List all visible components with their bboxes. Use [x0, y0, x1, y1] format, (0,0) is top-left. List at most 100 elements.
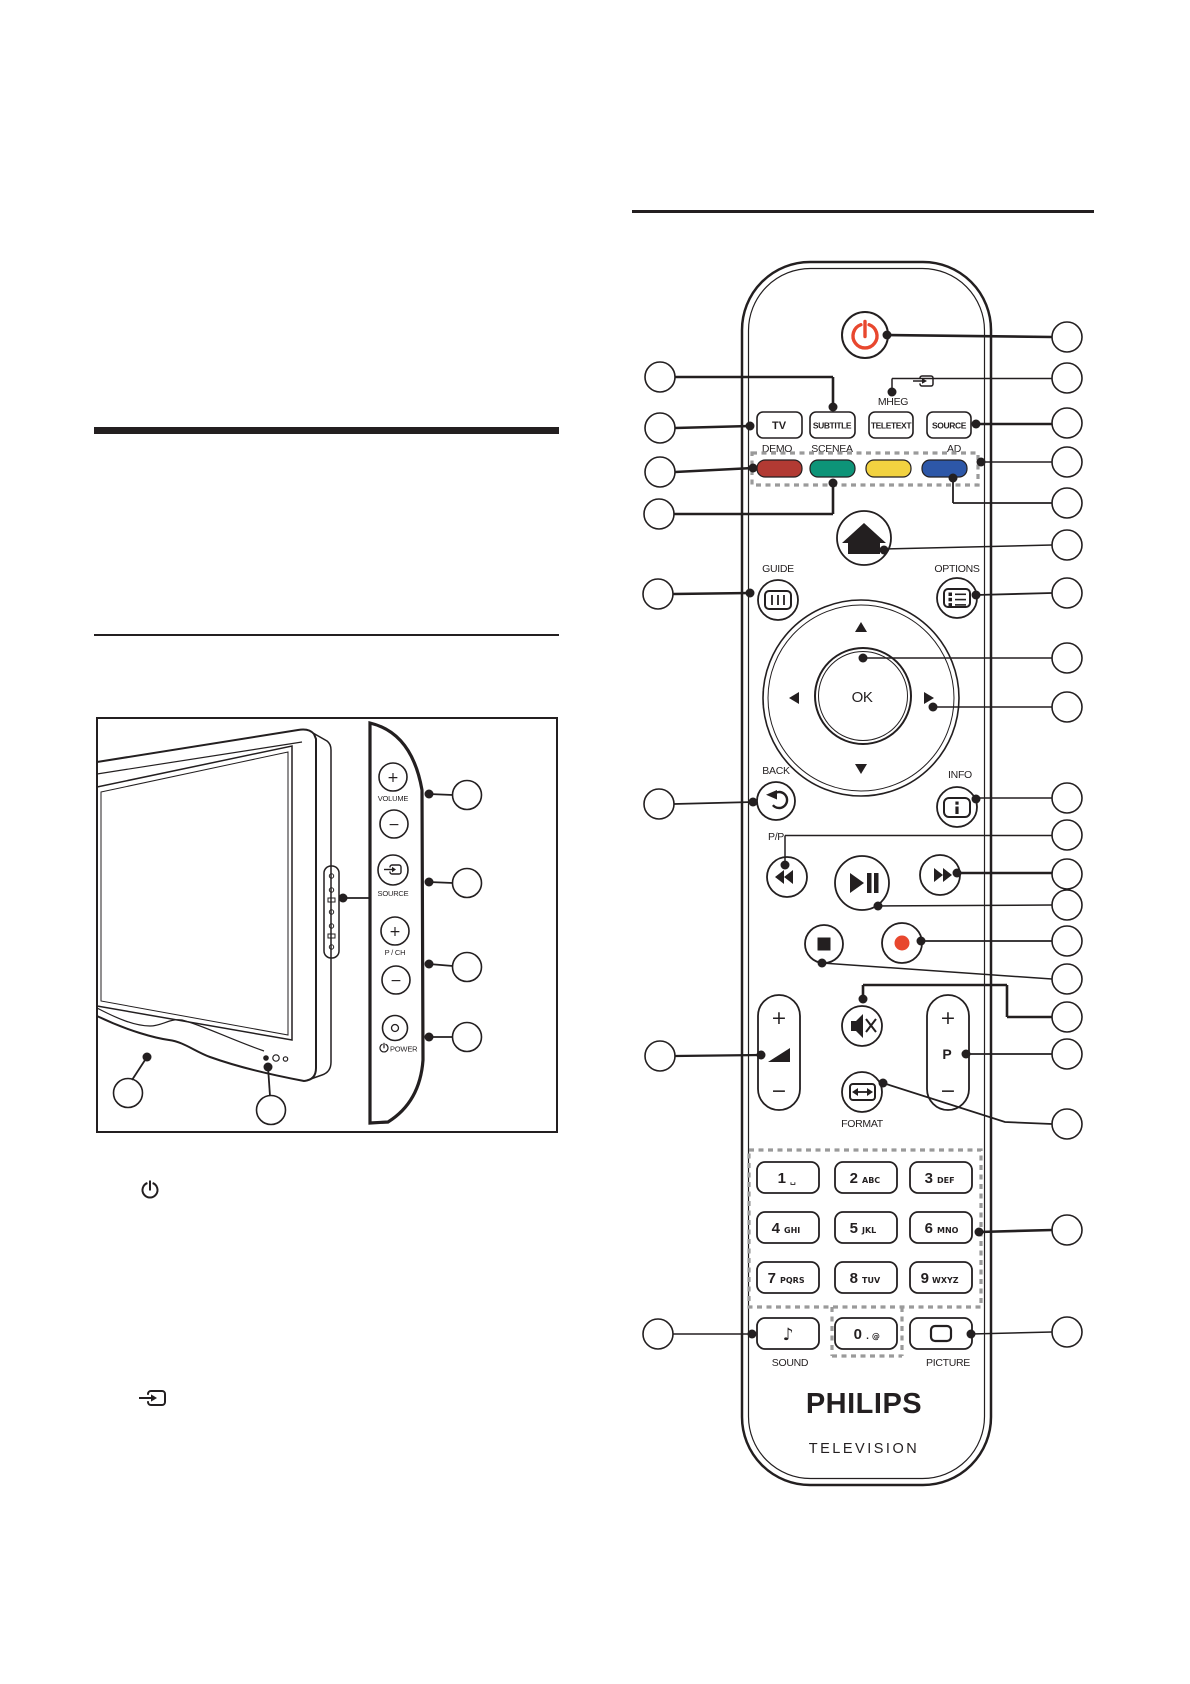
guide-icon — [764, 590, 792, 610]
zero-key-dashed-border — [830, 1307, 904, 1358]
ok-button — [814, 647, 912, 745]
volume-icon — [768, 1048, 790, 1062]
top-right-rule — [632, 210, 1094, 213]
remote-callout-lines — [672, 333, 1053, 1335]
tv-side-figure: + VOLUME − SOURCE + P / CH − — [96, 717, 558, 1133]
figure-frame — [96, 717, 558, 1133]
television-label: TELEVISION — [809, 1441, 919, 1457]
red-key — [756, 459, 803, 478]
picture-label: PICTURE — [926, 1357, 970, 1369]
control-panel-shape — [368, 720, 425, 1125]
format-button — [841, 1071, 883, 1113]
panel-pch-plus: + — [389, 924, 401, 940]
sound-key — [756, 1317, 820, 1350]
keypad-dashed-border — [747, 1148, 983, 1309]
back-label: BACK — [762, 765, 790, 777]
key-7 — [756, 1261, 820, 1294]
arrow-up-icon — [855, 622, 867, 632]
key-5-digit: 5 — [850, 1220, 858, 1237]
mheg-label: MHEG — [878, 396, 908, 408]
home-button — [836, 510, 892, 566]
panel-channel-down-button — [381, 965, 411, 995]
panel-pch-minus: − — [390, 973, 402, 989]
tv-control-panel: + VOLUME − SOURCE + P / CH − — [368, 720, 425, 1125]
key-4 — [756, 1211, 820, 1244]
tv-bezel-top-line — [96, 741, 303, 775]
left-thin-rule — [94, 634, 559, 636]
guide-label: GUIDE — [762, 563, 794, 575]
play-pause-button — [834, 855, 890, 911]
options-label: OPTIONS — [934, 563, 979, 575]
key-1-digit: 1 — [778, 1170, 786, 1187]
key-6-digit: 6 — [925, 1220, 933, 1237]
programme-minus-label: − — [940, 1080, 956, 1102]
programme-plus-label: + — [940, 1007, 956, 1029]
key-0-digit: 0 — [854, 1326, 862, 1343]
key-8 — [834, 1261, 898, 1294]
panel-power-icon — [379, 1042, 389, 1053]
blue-key — [921, 459, 968, 478]
figure-callout-dots — [142, 789, 434, 1072]
tv-screen-outer — [96, 745, 293, 1041]
panel-source-label: SOURCE — [378, 889, 409, 898]
record-icon — [894, 935, 910, 951]
mute-icon — [851, 1014, 877, 1038]
source-button — [926, 411, 972, 439]
section-heading-bar — [94, 427, 559, 434]
arrow-down-icon — [855, 764, 867, 774]
tv-button-label: TV — [772, 420, 787, 432]
key-6-letters: MNO — [937, 1226, 959, 1235]
remote-callout-dots — [745, 330, 986, 1339]
power-button-icon — [851, 319, 879, 350]
key-9 — [909, 1261, 973, 1294]
front-indicator-leds — [263, 1054, 289, 1062]
play-pause-icon — [850, 873, 879, 893]
figure-callout-circles — [112, 779, 483, 1126]
tv-screen-inner — [100, 751, 289, 1036]
colour-keys-dashed-border — [750, 451, 980, 487]
info-label: INFO — [948, 769, 972, 781]
source-button-label: SOURCE — [932, 421, 967, 431]
key-2 — [834, 1161, 898, 1194]
key-0-letters: . @ — [866, 1332, 880, 1341]
key-4-digit: 4 — [772, 1220, 781, 1237]
fast-forward-icon — [934, 868, 952, 882]
arrow-left-icon — [789, 692, 799, 704]
panel-volume-label: VOLUME — [378, 794, 409, 803]
sound-label: SOUND — [772, 1357, 809, 1369]
teletext-button — [868, 411, 914, 439]
sound-key-icon: ♪ — [783, 1325, 794, 1345]
rewind-icon — [775, 870, 793, 884]
key-9-letters: WXYZ — [932, 1276, 959, 1285]
key-7-letters: PQRS — [780, 1276, 805, 1285]
mute-button — [841, 1005, 883, 1047]
back-icon — [766, 790, 789, 810]
key-8-digit: 8 — [850, 1270, 858, 1287]
volume-plus-label: + — [771, 1007, 787, 1029]
info-button — [936, 786, 978, 828]
remote-figure: MHEG TV SUBTITLE TELETEXT SOURCE DEMO SC… — [740, 260, 993, 1487]
key-1-letters: ␣ — [790, 1176, 796, 1185]
stop-icon — [817, 937, 831, 951]
tv-bottom-swoosh — [96, 1007, 265, 1052]
home-icon — [842, 523, 886, 554]
teletext-button-label: TELETEXT — [871, 421, 912, 431]
remote-callout-circles — [642, 321, 1083, 1350]
arrow-right-icon — [924, 692, 934, 704]
connector-icons — [327, 873, 336, 950]
keypad-labels: 1 ␣ 2 ABC 3 DEF 4 GHI 5 JKL 6 MNO 7 PQRS… — [768, 1170, 959, 1343]
subtitle-button-label: SUBTITLE — [813, 421, 852, 431]
panel-source-button — [377, 854, 409, 886]
panel-power-button — [381, 1014, 409, 1042]
key-1 — [756, 1161, 820, 1194]
yellow-key — [865, 459, 912, 478]
key-5 — [834, 1211, 898, 1244]
subtitle-button — [809, 411, 856, 439]
key-8-letters: TUV — [862, 1276, 881, 1285]
colour-keys — [756, 459, 968, 478]
green-key — [809, 459, 856, 478]
key-2-digit: 2 — [850, 1170, 858, 1187]
key-7-digit: 7 — [768, 1270, 776, 1287]
